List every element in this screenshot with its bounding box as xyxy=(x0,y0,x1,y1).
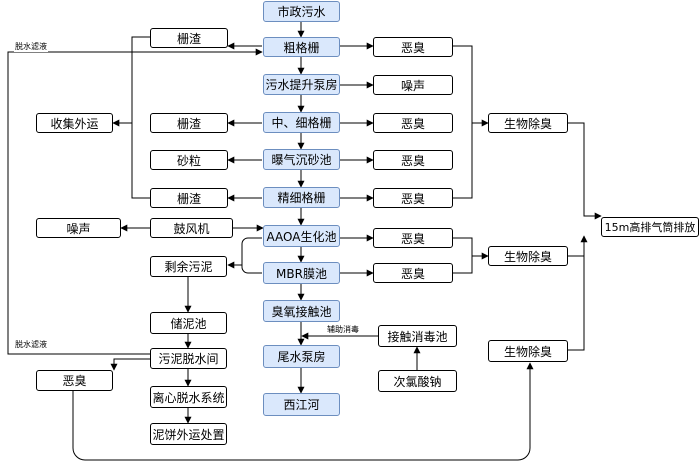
node-cake-disposal[interactable]: 泥饼外运处置 xyxy=(150,423,227,445)
line-odor-mid-collect xyxy=(453,237,473,274)
node-contact-disinfection[interactable]: 接触消毒池 xyxy=(378,325,457,347)
node-noise-blower[interactable]: 噪声 xyxy=(36,218,121,238)
node-odor-6[interactable]: 恶臭 xyxy=(373,263,453,283)
node-aaoa-biotank[interactable]: AAOA生化池 xyxy=(263,225,340,247)
arrow-shengwu1-paiqi xyxy=(568,122,602,220)
node-screenings-1[interactable]: 栅渣 xyxy=(150,28,228,48)
line-odor-top-collect xyxy=(453,45,473,199)
arrow-tuoshui-chou xyxy=(110,358,150,371)
node-municipal-sewage[interactable]: 市政污水 xyxy=(263,1,340,22)
node-bio-deodor-2[interactable]: 生物除臭 xyxy=(488,246,568,266)
node-noise-pump[interactable]: 噪声 xyxy=(373,75,453,95)
arrow-filtrate-return xyxy=(7,48,263,355)
arrow-shengwu3-paiqi xyxy=(568,235,588,351)
node-odor-2[interactable]: 恶臭 xyxy=(373,113,453,133)
arrow-chou-shengwu3 xyxy=(72,362,534,461)
node-aerated-grit-chamber[interactable]: 曝气沉砂池 xyxy=(263,149,340,170)
node-bio-deodor-3[interactable]: 生物除臭 xyxy=(488,340,568,362)
line-mbr-sludge-loop xyxy=(241,237,262,274)
node-screenings-2[interactable]: 栅渣 xyxy=(150,113,228,133)
node-effluent-pump-house[interactable]: 尾水泵房 xyxy=(263,345,340,368)
node-fine-screen[interactable]: 精细格栅 xyxy=(263,187,340,208)
node-odor-sludge[interactable]: 恶臭 xyxy=(36,370,113,391)
node-odor-3[interactable]: 恶臭 xyxy=(373,150,453,170)
node-sodium-hypochlorite[interactable]: 次氯酸钠 xyxy=(378,370,457,392)
node-odor-1[interactable]: 恶臭 xyxy=(373,37,453,57)
node-collect-transport[interactable]: 收集外运 xyxy=(36,113,113,133)
node-grit[interactable]: 砂粒 xyxy=(150,150,228,170)
node-sludge-storage[interactable]: 储泥池 xyxy=(150,312,227,334)
aux-disinfection-label: 辅助消毒 xyxy=(326,325,360,335)
filtrate-label-bottom: 脱水滤液 xyxy=(14,340,48,350)
node-15m-stack[interactable]: 15m高排气筒排放 xyxy=(601,217,699,237)
node-odor-5[interactable]: 恶臭 xyxy=(373,228,453,248)
node-lift-pump-house[interactable]: 污水提升泵房 xyxy=(263,74,340,95)
line-collect-vertical xyxy=(131,36,150,199)
node-sludge-dewatering-room[interactable]: 污泥脱水间 xyxy=(150,348,227,369)
node-centrifuge[interactable]: 离心脱水系统 xyxy=(150,386,227,408)
node-mbr-tank[interactable]: MBR膜池 xyxy=(263,262,340,284)
node-medium-fine-screen[interactable]: 中、细格栅 xyxy=(263,112,340,133)
node-xijiang-river[interactable]: 西江河 xyxy=(263,393,340,416)
node-bio-deodor-1[interactable]: 生物除臭 xyxy=(488,113,568,133)
node-screenings-3[interactable]: 栅渣 xyxy=(150,188,228,208)
line-shengwu2-paiqi xyxy=(568,236,585,257)
node-blower[interactable]: 鼓风机 xyxy=(150,218,233,238)
node-coarse-screen[interactable]: 粗格栅 xyxy=(263,37,340,57)
filtrate-label-top: 脱水滤液 xyxy=(14,42,48,52)
node-ozone-contact-tank[interactable]: 臭氧接触池 xyxy=(263,300,340,322)
node-odor-4[interactable]: 恶臭 xyxy=(373,188,453,208)
node-excess-sludge[interactable]: 剩余污泥 xyxy=(150,256,227,277)
